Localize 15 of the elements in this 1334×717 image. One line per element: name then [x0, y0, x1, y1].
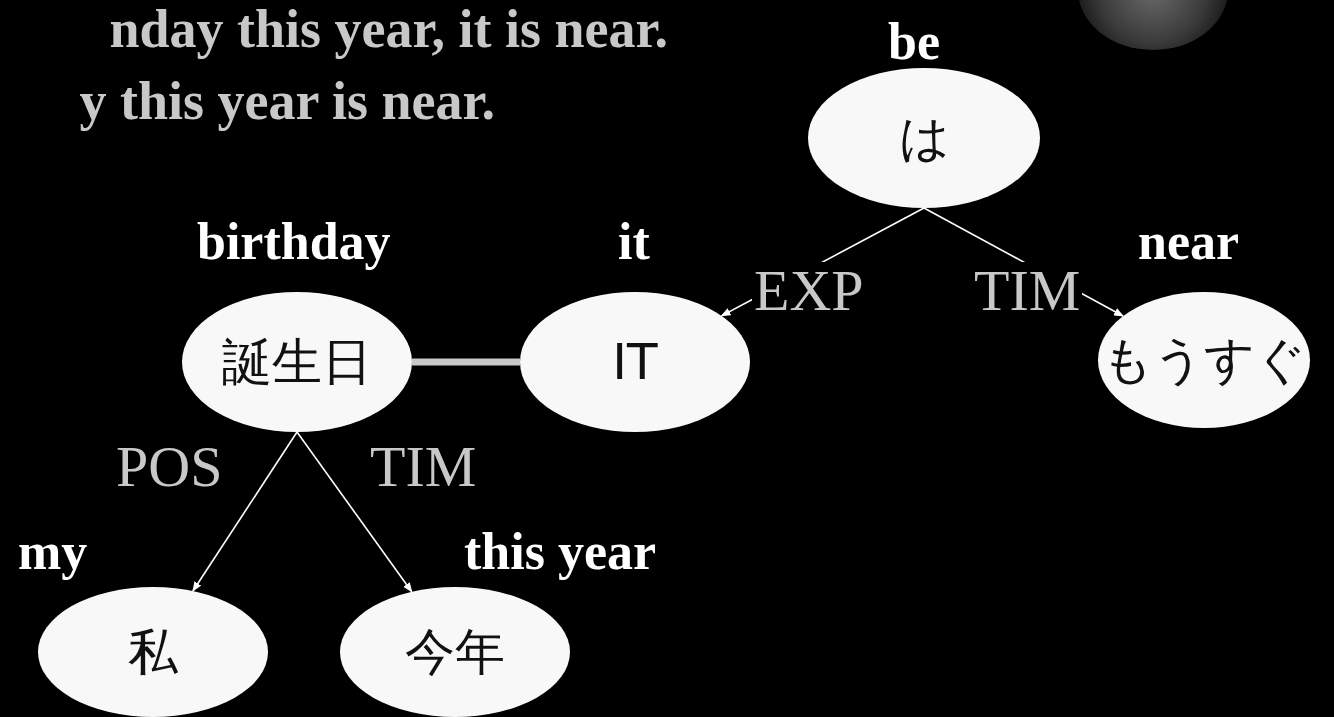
word-ellipse: もうすぐ	[1098, 292, 1310, 428]
gloss-label: be	[888, 16, 940, 68]
word-ellipse: は	[808, 68, 1040, 208]
word-ellipse: 私	[38, 587, 268, 717]
gloss-label: near	[1138, 216, 1240, 268]
connector-line	[412, 358, 520, 366]
word-ellipse: 誕生日	[182, 292, 412, 432]
gloss-label: my	[18, 526, 88, 578]
gloss-label: birthday	[197, 216, 391, 268]
word-ellipse: IT	[520, 292, 750, 432]
arrow	[192, 431, 298, 592]
gloss-label: it	[618, 216, 650, 268]
arrow	[296, 431, 413, 593]
gloss-label: this year	[464, 526, 657, 578]
word-ellipse: 今年	[340, 587, 570, 717]
